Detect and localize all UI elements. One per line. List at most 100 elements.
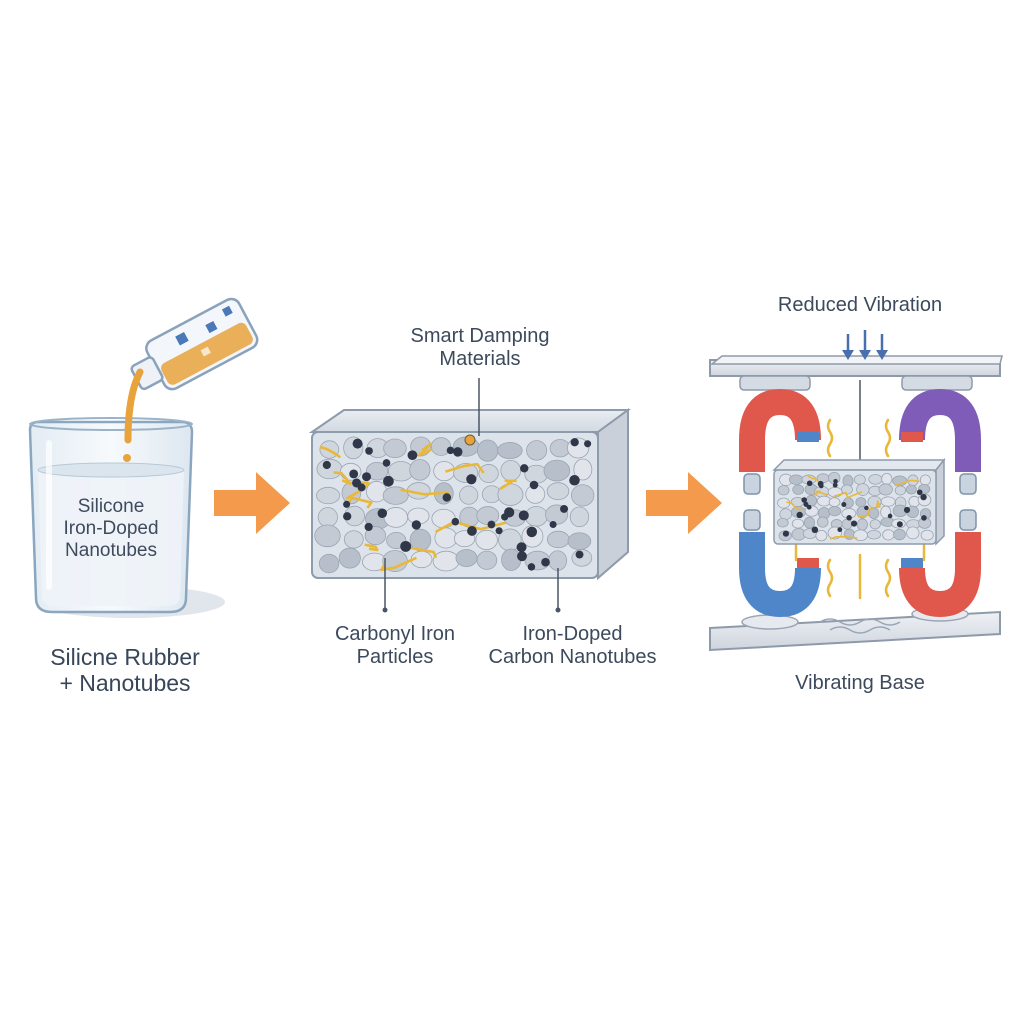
beaker-label-line: Silicone xyxy=(77,496,145,517)
process-arrow-icon xyxy=(214,472,290,534)
granule xyxy=(905,484,917,495)
vibrating-base-label: Vibrating Base xyxy=(795,672,925,694)
iron-particle xyxy=(541,557,550,567)
nanotube xyxy=(333,471,352,486)
granule xyxy=(878,483,893,496)
granule xyxy=(497,442,523,460)
granule xyxy=(869,519,881,530)
granule xyxy=(853,474,866,485)
iron-particle xyxy=(343,500,351,508)
granule xyxy=(478,464,499,483)
label-line: Iron-Doped xyxy=(522,623,623,645)
granule xyxy=(906,526,920,540)
granule xyxy=(475,529,498,551)
granule xyxy=(430,437,452,456)
granule xyxy=(570,484,595,507)
iron-particle xyxy=(575,550,584,559)
label-line: Carbon Nanotubes xyxy=(488,646,657,668)
iron-particle xyxy=(442,493,452,502)
iron-particle xyxy=(446,446,455,455)
nanotube xyxy=(894,479,920,487)
iron-particle xyxy=(518,510,529,521)
granule xyxy=(500,459,522,482)
iron-particle xyxy=(841,502,847,508)
title-line: Materials xyxy=(439,348,521,370)
nanotube xyxy=(445,462,485,474)
granule xyxy=(548,550,568,571)
iron-particle xyxy=(864,505,869,511)
granule xyxy=(856,518,868,531)
granule xyxy=(855,497,867,508)
iron-particle xyxy=(382,459,391,467)
nanotube xyxy=(346,496,373,509)
iron-particle xyxy=(584,440,592,448)
iron-particle xyxy=(526,526,538,538)
iron-particle xyxy=(501,513,509,521)
nanotube xyxy=(499,479,517,490)
iron-particle xyxy=(570,438,579,447)
granule xyxy=(866,529,881,540)
iron-particle xyxy=(466,474,477,485)
granule xyxy=(476,550,498,570)
granule xyxy=(431,508,456,529)
nanotube xyxy=(319,445,342,459)
iron-particle xyxy=(916,489,923,496)
iron-particle xyxy=(811,526,819,534)
nanotube xyxy=(417,442,433,457)
granule xyxy=(882,529,895,541)
iron-particle xyxy=(364,522,373,532)
iron-particle xyxy=(887,513,893,519)
process-arrow-icon xyxy=(646,472,722,534)
iron-particle xyxy=(921,515,927,521)
horseshoe-magnet-icon xyxy=(899,388,981,472)
granule xyxy=(317,507,338,528)
iron-particle xyxy=(920,493,927,501)
top-plate xyxy=(709,355,1003,391)
granule xyxy=(777,485,790,496)
granule xyxy=(868,474,883,485)
granule xyxy=(776,517,789,528)
granule-cluster xyxy=(314,436,595,574)
reduced-vibration-label: Reduced Vibration xyxy=(777,294,943,316)
granule xyxy=(920,529,934,541)
granule xyxy=(919,474,931,486)
composite-block-icon xyxy=(772,457,946,546)
granule xyxy=(546,530,570,549)
horseshoe-magnet-icon xyxy=(739,388,821,472)
granule xyxy=(501,548,522,571)
iron-particle xyxy=(796,511,803,519)
pouring-bottle-icon xyxy=(123,297,259,462)
nanotube xyxy=(829,535,858,540)
iron-particle xyxy=(377,508,388,518)
iron-particle xyxy=(495,527,503,535)
granule xyxy=(853,529,868,542)
label-line: Particles xyxy=(356,646,434,668)
iron-particle xyxy=(349,469,359,479)
beaker-label-line: Iron-Doped xyxy=(63,517,159,539)
iron-particle xyxy=(357,483,366,492)
granule xyxy=(365,462,389,481)
iron-particle xyxy=(832,482,838,488)
iron-particle xyxy=(846,515,852,521)
iron-particle xyxy=(352,438,363,449)
iron-particle-cluster xyxy=(322,438,592,571)
down-arrow-icon xyxy=(842,330,888,360)
iron-particle xyxy=(833,479,838,484)
iron-particle xyxy=(365,447,373,455)
iron-particle xyxy=(322,460,331,470)
granule xyxy=(314,524,341,548)
caption-line: + Nanotubes xyxy=(59,670,191,697)
granule xyxy=(815,529,828,542)
granule xyxy=(409,459,431,481)
iron-particle xyxy=(806,480,813,487)
nanotube xyxy=(345,480,370,500)
granule xyxy=(828,506,842,517)
granule xyxy=(881,472,893,486)
iron-particle xyxy=(896,521,903,528)
granule xyxy=(318,553,340,574)
granule xyxy=(383,507,409,528)
granule xyxy=(383,438,407,459)
granule xyxy=(791,518,805,529)
granule xyxy=(526,440,548,461)
